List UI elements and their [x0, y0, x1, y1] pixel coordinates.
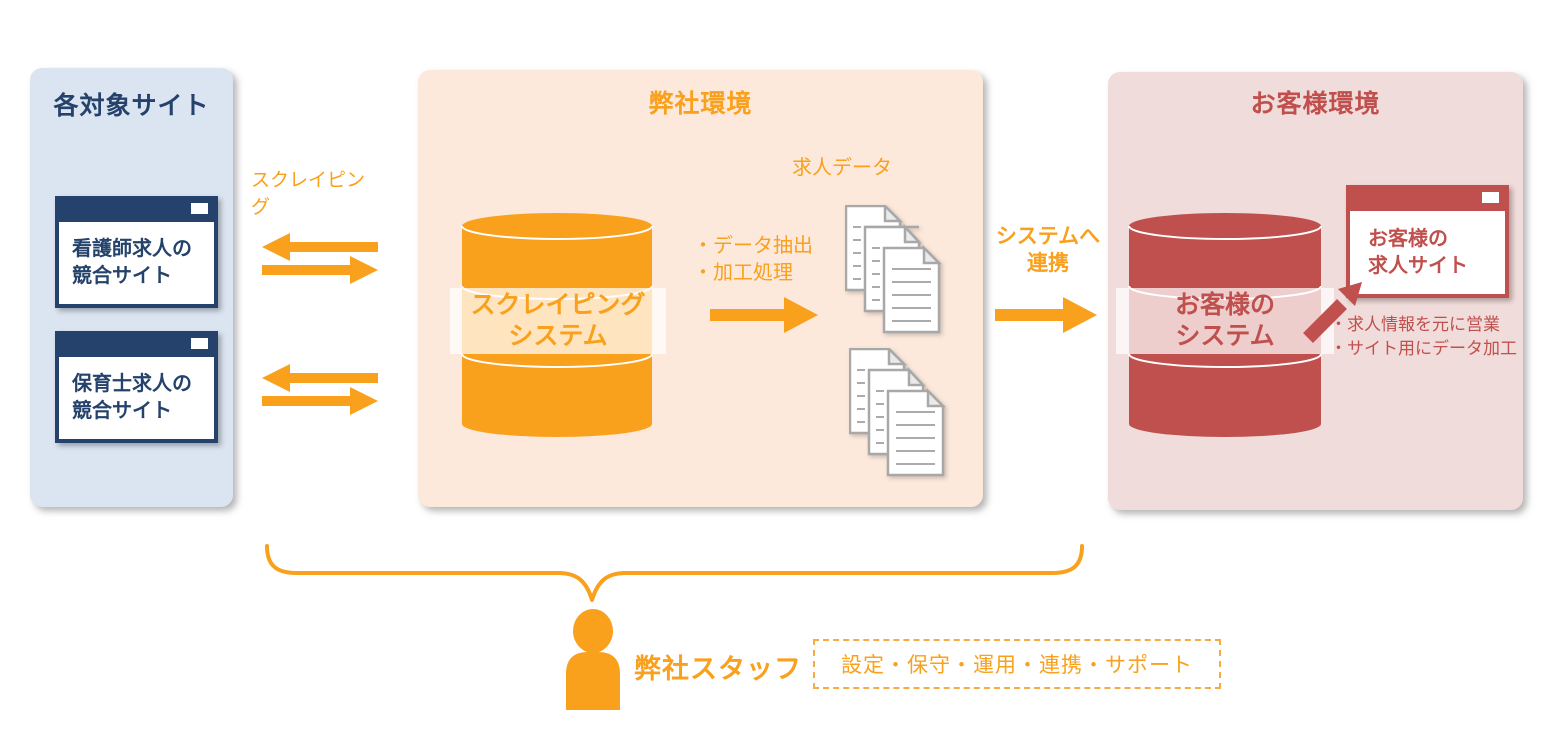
- flow-arrow-icon: [995, 297, 1097, 333]
- customer-database-icon: [1116, 213, 1334, 437]
- customer-env-title: お客様環境: [1250, 90, 1381, 118]
- jobdata-label: 求人データ: [792, 157, 892, 179]
- person-icon: [566, 609, 620, 710]
- services-label: 設定・保守・運用・連携・サポート: [841, 654, 1193, 677]
- services-box: 設定・保守・運用・連携・サポート: [813, 639, 1221, 689]
- window-body: お客様の 求人サイト: [1350, 211, 1505, 294]
- customer-system-label: お客様の システム: [1174, 290, 1275, 350]
- documents-icon: [845, 205, 943, 334]
- scraping-label: スクレイピング: [251, 170, 366, 218]
- window-control-icon: [191, 203, 208, 214]
- documents-icon: [849, 348, 947, 477]
- customer-notes: ・求人情報を元に営業 ・サイト用にデータ加工: [1330, 315, 1517, 358]
- flow-arrow-icon: [710, 297, 818, 333]
- double-arrow-icon: [262, 233, 378, 284]
- window-control-icon: [1482, 192, 1499, 203]
- target-sites-title: 各対象サイト: [53, 92, 210, 120]
- customer-site-label: お客様の 求人サイト: [1368, 227, 1468, 277]
- staff-label: 弊社スタッフ: [634, 654, 802, 684]
- database-icon: [450, 213, 666, 437]
- brace-icon: [265, 544, 1084, 602]
- window-label: 保育士求人の 競合サイト: [72, 373, 192, 422]
- scraping-system-label: スクレイピング システム: [470, 290, 646, 350]
- company-env-title: 弊社環境: [648, 90, 753, 118]
- window-body: 看護師求人の 競合サイト: [59, 222, 214, 304]
- window-control-icon: [191, 338, 208, 349]
- process-notes: ・データ抽出 ・加工処理: [693, 235, 813, 284]
- window-body: 保育士求人の 競合サイト: [59, 357, 214, 439]
- system-link-label: システムへ 連携: [995, 225, 1101, 276]
- diagonal-arrow-icon: [1303, 282, 1362, 343]
- browser-window-childcare: 保育士求人の 競合サイト: [55, 331, 218, 443]
- browser-window-nurse: 看護師求人の 競合サイト: [55, 196, 218, 308]
- window-label: 看護師求人の 競合サイト: [72, 238, 192, 287]
- double-arrow-icon: [262, 364, 378, 415]
- customer-site-window: お客様の 求人サイト: [1346, 185, 1509, 298]
